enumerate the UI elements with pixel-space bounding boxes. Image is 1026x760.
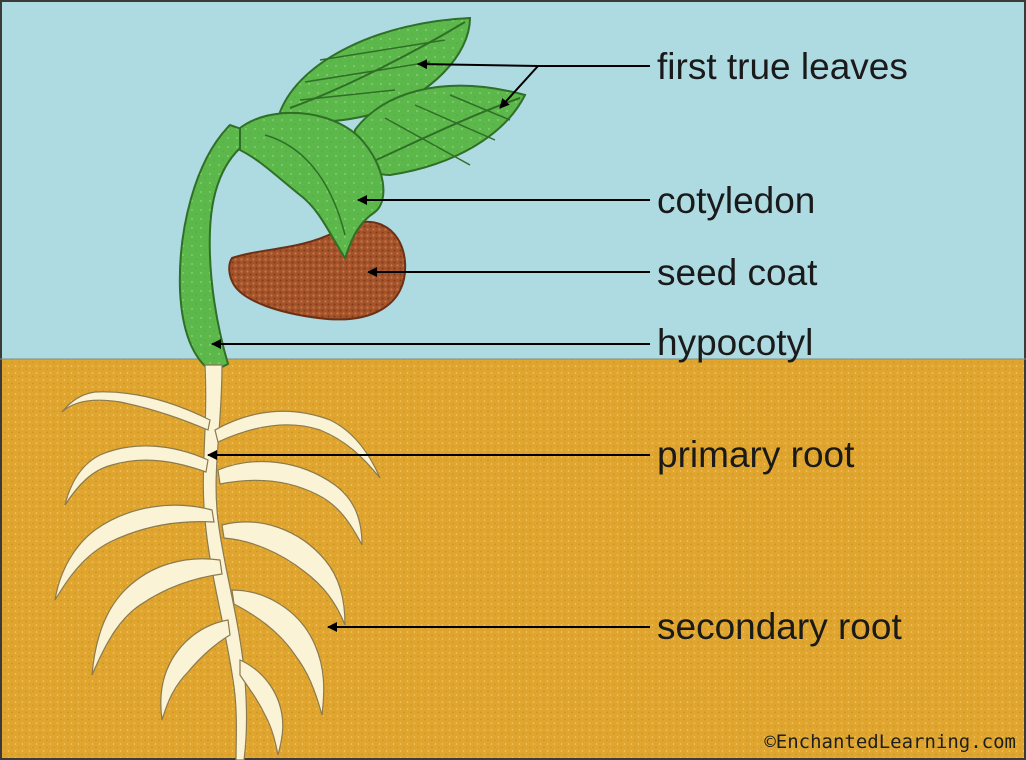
soil [0, 359, 1026, 760]
label-cotyledon: cotyledon [657, 180, 815, 221]
label-secondary-root: secondary root [657, 606, 902, 647]
label-seed-coat: seed coat [657, 252, 818, 293]
label-hypocotyl: hypocotyl [657, 322, 813, 363]
credit-text: ©EnchantedLearning.com [764, 731, 1016, 753]
label-primary-root: primary root [657, 434, 855, 475]
label-first-true-leaves: first true leaves [657, 46, 908, 87]
